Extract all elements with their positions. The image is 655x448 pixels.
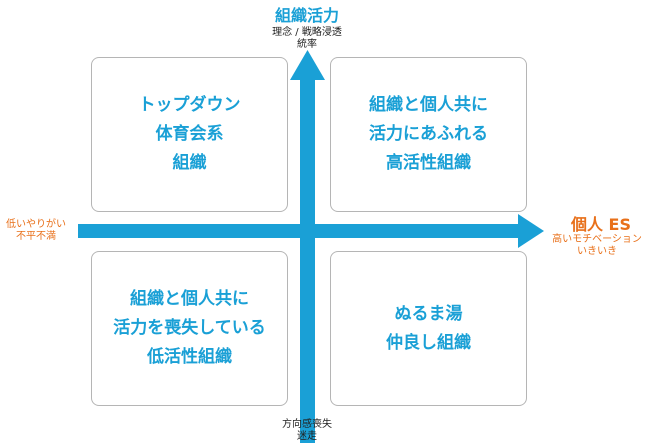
bottom-axis-desc-2: 迷走 (297, 431, 317, 442)
vertical-axis-shaft (300, 78, 315, 443)
quadrant-bottom-right: ぬるま湯 仲良し組織 (330, 251, 527, 406)
quadrant-top-left-label: トップダウン 体育会系 組織 (138, 95, 241, 173)
quadrant-top-right-label: 組織と個人共に 活力にあふれる 高活性組織 (369, 95, 488, 173)
right-axis-title: 個人 ES (570, 215, 632, 234)
top-axis-title: 組織活力 (274, 6, 339, 25)
bottom-axis-desc-1: 方向感喪失 (282, 419, 332, 430)
quadrant-bottom-left-label: 組織と個人共に 活力を喪失している 低活性組織 (113, 289, 266, 367)
quadrant-bottom-right-label: ぬるま湯 仲良し組織 (386, 303, 471, 353)
horizontal-axis-arrowhead (518, 214, 544, 248)
top-axis-desc-2: 統率 (297, 39, 317, 50)
right-axis-desc-2: いきいき (577, 246, 617, 257)
top-axis-desc-1: 理念 / 戦略浸透 (272, 27, 342, 38)
horizontal-axis-shaft (78, 224, 520, 238)
quadrant-top-right: 組織と個人共に 活力にあふれる 高活性組織 (330, 57, 527, 212)
right-axis-desc-1: 高いモチベーション (552, 234, 642, 245)
quadrant-top-left: トップダウン 体育会系 組織 (91, 57, 288, 212)
left-axis-desc-2: 不平不満 (16, 231, 56, 242)
left-axis-desc-1: 低いやりがい (6, 219, 66, 230)
vertical-axis-arrowhead (290, 50, 325, 80)
quadrant-bottom-left: 組織と個人共に 活力を喪失している 低活性組織 (91, 251, 288, 406)
